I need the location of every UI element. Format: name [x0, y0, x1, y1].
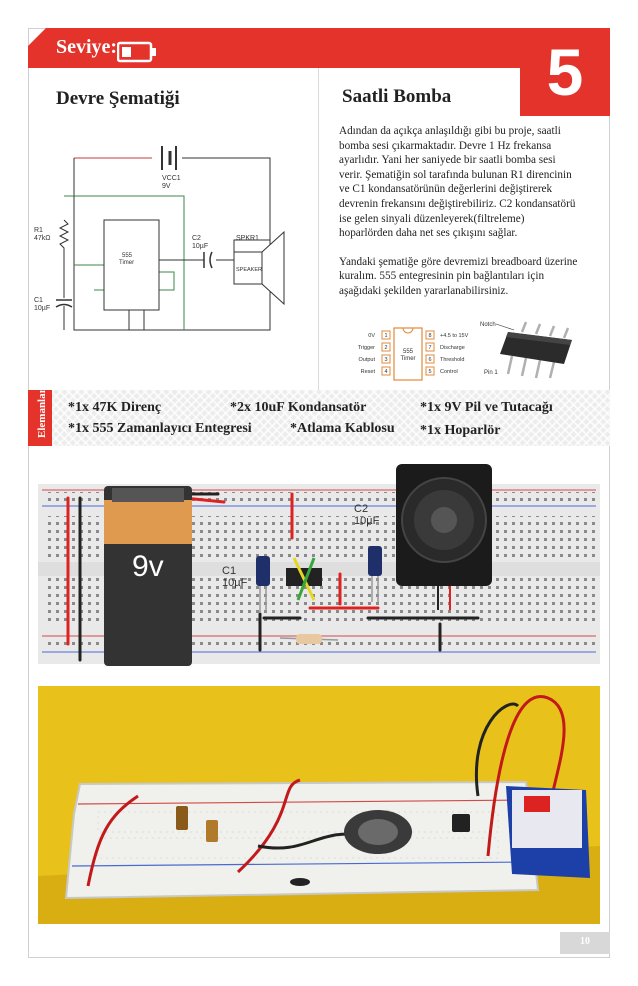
r1-value: 47kΩ [34, 235, 51, 242]
speaker-label: SPEAKER [236, 267, 262, 273]
pin-right-3: Control [440, 369, 458, 375]
pin-left-0: 0V [368, 333, 375, 339]
schematic-title: Devre Şematiği [56, 88, 180, 109]
pin-right-0: +4.5 to 15V [440, 333, 469, 339]
pin-left-3: Reset [361, 369, 376, 375]
circuit-schematic: VCC1 9V R1 47kΩ C1 10µF 555 Timer C2 10µ… [34, 146, 285, 331]
parts-tab-label: Elemanlar: [36, 384, 48, 438]
description-paragraph-1: Adından da açıkça anlaşıldığı gibi bu pr… [339, 125, 576, 240]
pin-num-4: 4 [384, 369, 387, 375]
r1-name: R1 [34, 227, 43, 234]
breadboard-illustration: C1 10µF C2 10µF 9v [38, 464, 600, 666]
bb-c1-label: C1 [222, 565, 236, 577]
battery-icon [117, 41, 156, 63]
parts-band [28, 390, 610, 446]
timer-line1: 555 [122, 253, 133, 259]
555-pinout-diagram: 0V Trigger Output Reset +4.5 to 15V Disc… [358, 327, 469, 381]
battery-value: 9V [162, 183, 171, 190]
pin-left-2: Output [358, 357, 375, 363]
bb-battery-label: 9v [132, 550, 164, 583]
pinout-chip-line2: Timer [400, 356, 415, 362]
part-item: *Atlama Kablosu [290, 421, 395, 436]
project-number-box [520, 28, 610, 116]
pin1-label: Pin 1 [484, 370, 498, 376]
555-chip-photo: Notch Pin 1 [480, 321, 572, 379]
pin-num-1: 1 [384, 333, 387, 339]
pin-num-2: 2 [384, 345, 387, 351]
c1-name: C1 [34, 297, 43, 304]
notch-label: Notch [480, 322, 496, 328]
pin-num-7: 7 [428, 345, 431, 351]
pin-num-6: 6 [428, 357, 431, 363]
bb-c2-label: C2 [354, 503, 368, 515]
part-item: *2x 10uF Kondansatör [230, 400, 367, 415]
c2-name: C2 [192, 235, 201, 242]
page-number-box [560, 932, 610, 954]
pin-num-3: 3 [384, 357, 387, 363]
page-number: 10 [580, 936, 590, 947]
pinout-chip-line1: 555 [403, 349, 414, 355]
circuit-photo [38, 686, 600, 924]
project-number: 5 [546, 35, 584, 109]
pin-left-1: Trigger [358, 345, 375, 351]
bb-c2-value: 10µF [354, 515, 380, 527]
column-divider [318, 68, 319, 390]
pin-num-5: 5 [428, 369, 431, 375]
part-item: *1x Hoparlör [420, 423, 501, 438]
speaker-name: SPKR1 [236, 235, 259, 242]
pin-right-2: Threshold [440, 357, 464, 363]
c2-value: 10µF [192, 243, 208, 250]
project-description: Adından da açıkça anlaşıldığı gibi bu pr… [339, 124, 579, 313]
bb-c1-value: 10µF [222, 577, 248, 589]
parts-tab [28, 390, 52, 446]
pin-num-8: 8 [428, 333, 431, 339]
timer-line2: Timer [119, 260, 134, 266]
pin-right-1: Discharge [440, 345, 465, 351]
description-paragraph-2: Yandaki şematiğe göre devremizi breadboa… [339, 255, 578, 297]
part-item: *1x 47K Direnç [68, 400, 162, 415]
part-item: *1x 555 Zamanlayıcı Entegresi [68, 421, 252, 436]
part-item: *1x 9V Pil ve Tutacağı [420, 400, 553, 415]
level-label: Seviye: [56, 36, 118, 58]
battery-name: VCC1 [162, 175, 181, 182]
battery-symbol [161, 146, 177, 170]
project-title: Saatli Bomba [342, 86, 452, 107]
c1-value: 10µF [34, 305, 50, 312]
